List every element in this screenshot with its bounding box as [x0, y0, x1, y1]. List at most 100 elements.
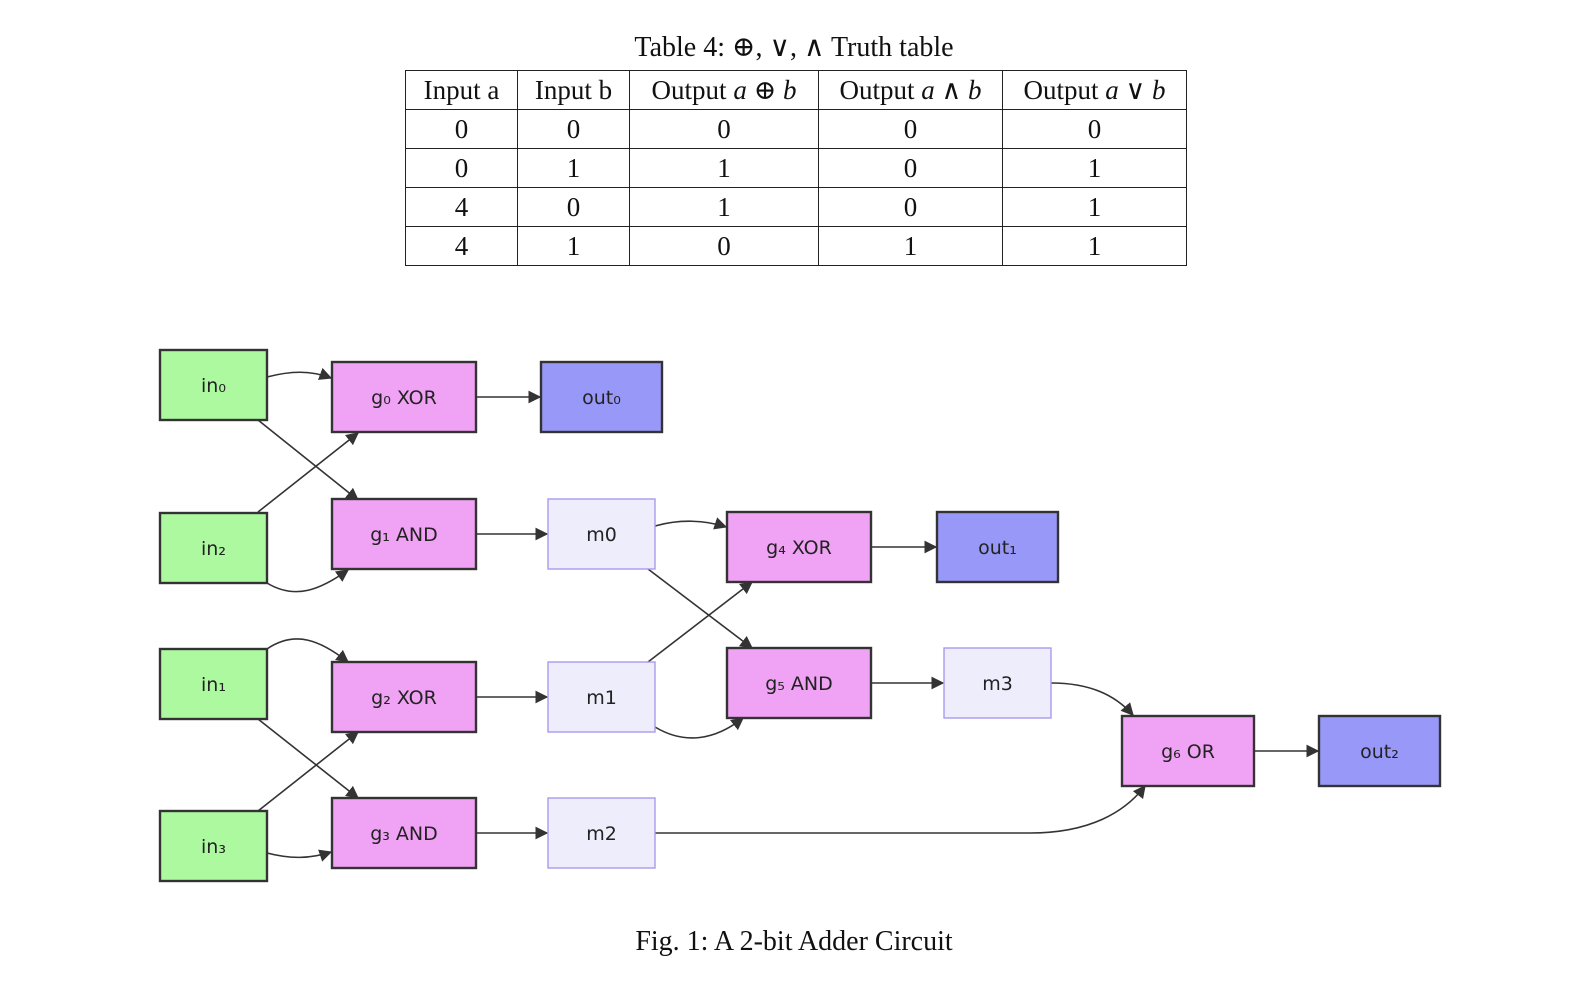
truth-table: Input a Input b Output a ⊕ b Output a ∧ …: [405, 70, 1187, 266]
node-out1: out₁: [935, 510, 1060, 584]
node-label: g₅ AND: [765, 673, 833, 695]
table-cell: 0: [1002, 109, 1187, 149]
input-box: [158, 647, 269, 721]
node-m0: m0: [547, 498, 656, 570]
node-g5: g₅ AND: [725, 646, 873, 720]
node-out2: out₂: [1317, 714, 1442, 788]
edge-in2-to-g0: [257, 432, 360, 513]
node-label: in₃: [201, 836, 226, 858]
table-caption-prefix: Table 4:: [634, 32, 725, 63]
edge-in1-to-g2: [266, 638, 350, 663]
intermediate-box: [547, 498, 656, 570]
figure-caption: Fig. 1: A 2-bit Adder Circuit: [635, 926, 953, 957]
edge-m3-to-g6: [1050, 682, 1134, 716]
edge-m0-to-g4: [654, 517, 728, 530]
gate-box: [725, 646, 873, 720]
table-row: 0 0 0 0 0: [405, 109, 1187, 149]
edge-m2-to-g6: [655, 784, 1146, 834]
node-label: out₀: [582, 387, 621, 409]
edge-in1-to-g3: [257, 718, 360, 799]
edge-m1-to-g5: [654, 717, 745, 739]
node-label: in₀: [201, 375, 226, 397]
gate-box: [725, 510, 873, 584]
node-label: m1: [586, 687, 617, 709]
header-input-a: Input a: [405, 70, 518, 110]
node-label: g₃ AND: [370, 823, 438, 845]
edge-in0-to-g0: [266, 367, 333, 380]
table-row: 4 0 1 0 1: [405, 187, 1187, 227]
input-box: [158, 511, 269, 585]
node-in3: in₃: [158, 809, 269, 883]
node-label: m0: [586, 524, 617, 546]
edge-in0-to-g1: [257, 419, 359, 501]
table-cell: 1: [1002, 187, 1187, 227]
output-box: [935, 510, 1060, 584]
node-label: in₂: [201, 538, 226, 560]
edge-m1-to-g4: [647, 581, 754, 663]
table-cell: 0: [818, 187, 1003, 227]
gate-box: [330, 796, 478, 870]
table-cell: 4: [405, 226, 518, 266]
table-cell: 1: [629, 187, 819, 227]
node-g6: g₆ OR: [1120, 714, 1256, 788]
node-label: g₁ AND: [370, 524, 438, 546]
header-output-and: Output a ∧ b: [818, 70, 1003, 110]
node-label: g₀ XOR: [371, 387, 437, 409]
gate-box: [330, 660, 478, 734]
table-cell: 1: [1002, 148, 1187, 188]
table-caption-suffix: Truth table: [830, 32, 954, 63]
node-m2: m2: [547, 797, 656, 869]
table-cell: 0: [517, 109, 630, 149]
gate-box: [330, 497, 478, 571]
gate-box: [330, 360, 478, 434]
node-out0: out₀: [539, 360, 664, 434]
output-box: [539, 360, 664, 434]
node-label: g₆ OR: [1161, 741, 1215, 763]
node-g3: g₃ AND: [330, 796, 478, 870]
node-in0: in₀: [158, 348, 269, 422]
input-box: [158, 809, 269, 883]
gate-box: [1120, 714, 1256, 788]
node-g4: g₄ XOR: [725, 510, 873, 584]
table-cell: 0: [405, 148, 518, 188]
nodes-layer: in₀ in₂ in₁ in₃ g₀ XOR g₁ AND g₂ XOR g₃ AND out₀…: [158, 348, 1442, 883]
table-caption-symbols: ⊕, ∨, ∧: [731, 32, 825, 63]
node-label: out₂: [1360, 741, 1399, 763]
header-input-b: Input b: [517, 70, 630, 110]
node-g0: g₀ XOR: [330, 360, 478, 434]
input-box: [158, 348, 269, 422]
node-label: g₂ XOR: [371, 687, 437, 709]
table-row: 4 1 0 1 1: [405, 226, 1187, 266]
edge-m0-to-g5: [647, 568, 754, 649]
intermediate-box: [547, 797, 656, 869]
table-cell: 1: [1002, 226, 1187, 266]
edge-in3-to-g2: [257, 731, 360, 812]
output-box: [1317, 714, 1442, 788]
table-cell: 0: [517, 187, 630, 227]
node-g2: g₂ XOR: [330, 660, 478, 734]
edge-in2-to-g1: [266, 569, 350, 593]
node-g1: g₁ AND: [330, 497, 478, 571]
intermediate-box: [943, 647, 1052, 719]
table-cell: 0: [629, 109, 819, 149]
table-row: 0 1 1 0 1: [405, 148, 1187, 188]
node-label: in₁: [201, 674, 226, 696]
table-caption: Table 4: ⊕, ∨, ∧ Truth table: [0, 30, 1588, 64]
node-label: g₄ XOR: [766, 537, 832, 559]
edges-layer: [257, 367, 1320, 862]
truth-table-header-row: Input a Input b Output a ⊕ b Output a ∧ …: [405, 70, 1187, 110]
node-in1: in₁: [158, 647, 269, 721]
node-in2: in₂: [158, 511, 269, 585]
header-output-or: Output a ∨ b: [1002, 70, 1187, 110]
node-m1: m1: [547, 661, 656, 733]
node-label: m2: [586, 823, 617, 845]
node-label: out₁: [978, 537, 1017, 559]
edge-in3-to-g3: [266, 849, 333, 862]
node-label: m3: [982, 673, 1013, 695]
node-m3: m3: [943, 647, 1052, 719]
table-cell: 4: [405, 187, 518, 227]
intermediate-box: [547, 661, 656, 733]
table-cell: 1: [517, 226, 630, 266]
